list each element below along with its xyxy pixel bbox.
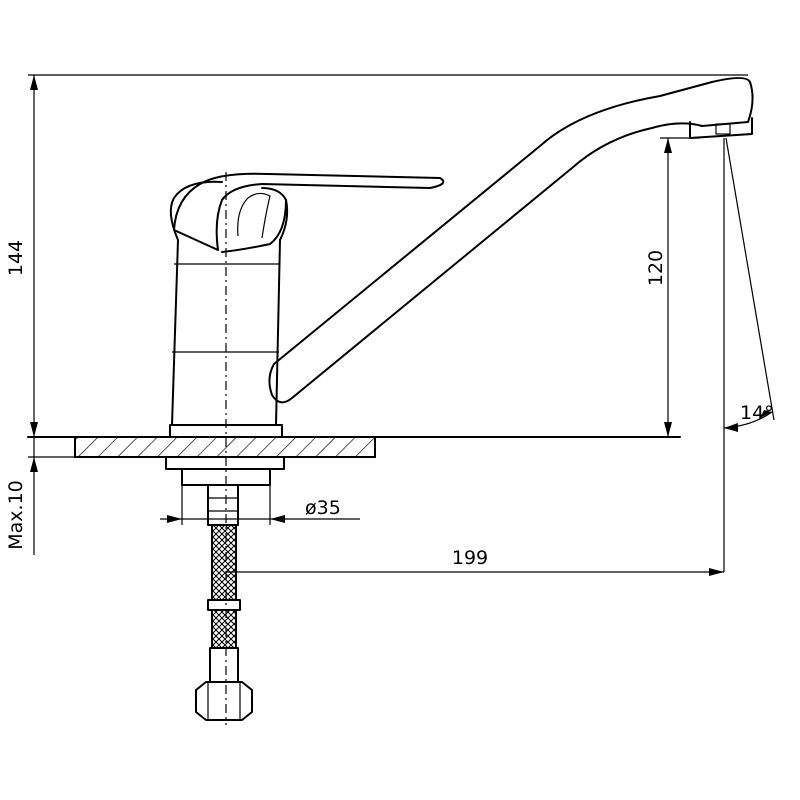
supply-hose xyxy=(195,524,253,721)
spout xyxy=(268,77,754,404)
dimension-spout-angle: 14° xyxy=(723,137,775,572)
lever-handle xyxy=(173,172,445,253)
spout-height-label: 120 xyxy=(645,250,667,286)
dimension-spout-height: 120 xyxy=(645,137,700,437)
countertop-section xyxy=(74,436,376,458)
dimension-spout-reach: 199 xyxy=(226,547,724,576)
spout-reach-label: 199 xyxy=(452,547,488,569)
max-thickness-label: Max.10 xyxy=(5,480,27,550)
total-height-label: 144 xyxy=(5,240,27,276)
dimension-max-thickness: Max.10 xyxy=(5,437,38,555)
spout-angle-label: 14° xyxy=(740,402,774,424)
hex-nut xyxy=(195,681,253,721)
mounting-hardware xyxy=(165,456,285,526)
dimension-total-height: 144 xyxy=(5,74,748,437)
faucet-body xyxy=(169,180,289,438)
dimension-base-diameter: ø35 xyxy=(160,485,360,525)
countertop xyxy=(27,436,681,458)
base-diameter-label: ø35 xyxy=(305,497,341,519)
